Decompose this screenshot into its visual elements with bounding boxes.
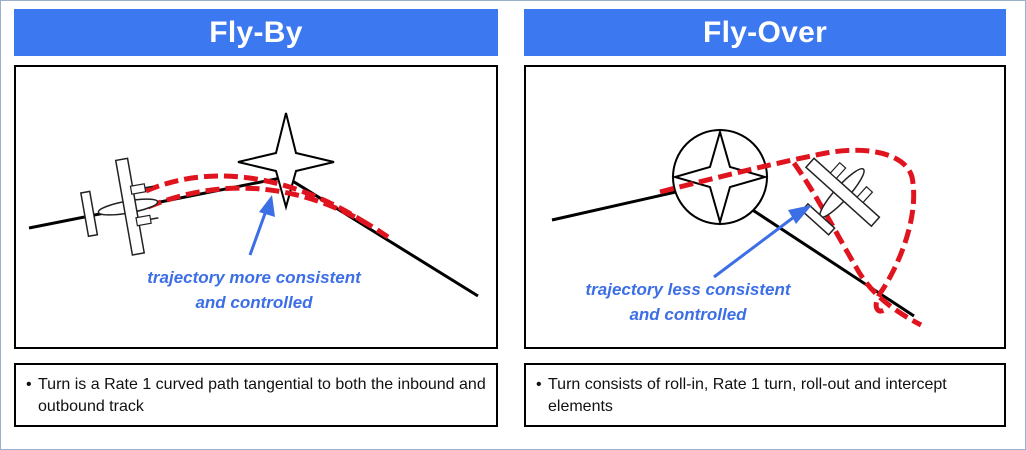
fly-by-caption-line2: and controlled (195, 293, 313, 312)
trajectory-outer (147, 185, 390, 240)
bullet-marker: • (26, 376, 32, 393)
arrow-icon (248, 195, 275, 256)
fly-by-diagram: trajectory more consistent and controlle… (14, 65, 498, 349)
fly-by-title: Fly-By (14, 9, 498, 56)
fly-over-diagram-svg (551, 128, 923, 328)
fly-by-bullet-box: • Turn is a Rate 1 curved path tangentia… (14, 363, 498, 427)
bullet-marker: • (536, 376, 542, 393)
arrow-icon (713, 205, 812, 279)
waypoint-star-icon (237, 112, 335, 211)
trajectory-inner (145, 173, 374, 230)
fly-by-bullet-item: • Turn is a Rate 1 curved path tangentia… (26, 374, 486, 418)
trajectory-intercept (791, 161, 923, 328)
aircraft-icon (79, 157, 159, 256)
fly-by-caption: trajectory more consistent and controlle… (104, 265, 404, 315)
fly-over-bullet-text: Turn consists of roll-in, Rate 1 turn, r… (548, 376, 947, 415)
trajectory-loop (659, 147, 917, 314)
fly-over-bullet-box: • Turn consists of roll-in, Rate 1 turn,… (524, 363, 1006, 427)
fly-by-bullet-text: Turn is a Rate 1 curved path tangential … (38, 376, 486, 415)
outbound-track (747, 205, 915, 318)
aircraft-icon (800, 157, 881, 236)
fly-by-diagram-svg (28, 112, 479, 298)
fly-by-caption-line1: trajectory more consistent (147, 268, 361, 287)
fly-over-diagram: trajectory less consistent and controlle… (524, 65, 1006, 349)
fly-over-title: Fly-Over (524, 9, 1006, 56)
fly-over-caption: trajectory less consistent and controlle… (538, 277, 838, 327)
fly-over-caption-line1: trajectory less consistent (585, 280, 791, 299)
fly-over-caption-line2: and controlled (629, 305, 747, 324)
fly-over-bullet-item: • Turn consists of roll-in, Rate 1 turn,… (536, 374, 994, 418)
